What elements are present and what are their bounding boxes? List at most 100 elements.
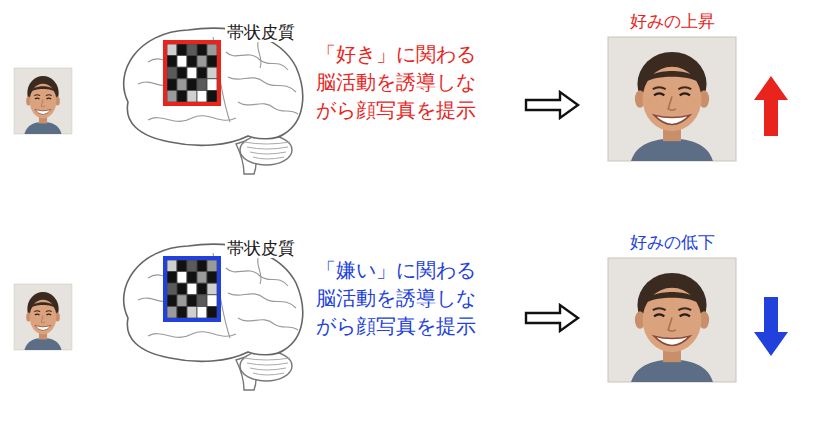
grid-cell	[187, 306, 197, 318]
grid-cell	[167, 56, 177, 68]
grid-cell	[167, 67, 177, 79]
eyebrow	[678, 87, 691, 89]
instruction-text: 「嫌い」に関わる 脳活動を誘導しな がら顔写真を提示	[310, 256, 482, 340]
eyebrow	[34, 310, 40, 312]
grid-cell	[197, 306, 207, 318]
cerebellum-fold	[247, 147, 288, 149]
brain-gyrus	[238, 318, 298, 330]
face-photo	[608, 37, 736, 161]
grid-cell	[177, 295, 187, 307]
grid-cell	[197, 90, 207, 102]
grid-cell	[197, 44, 207, 56]
eye	[46, 97, 51, 99]
smile	[35, 110, 51, 115]
smile	[654, 336, 690, 345]
hair-fringe	[643, 292, 702, 305]
grid-cell	[167, 306, 177, 318]
result-photo: 好みの低下	[608, 258, 736, 382]
cerebellum-fold	[247, 363, 288, 365]
hair-fringe	[643, 71, 702, 84]
grid-cell	[167, 295, 177, 307]
cerebellum-fold	[244, 358, 290, 360]
grid-cell	[177, 67, 187, 79]
grid-cell	[197, 295, 207, 307]
grid-cell	[207, 56, 217, 68]
grid-cell	[207, 90, 217, 102]
instruction-text: 「好き」に関わる 脳活動を誘導しな がら顔写真を提示	[310, 40, 482, 124]
grid-cell	[187, 283, 197, 295]
grid-cell	[177, 306, 187, 318]
result-heading: 好みの低下	[628, 232, 717, 252]
face-photo	[14, 284, 72, 350]
hollow-arrow	[526, 305, 578, 331]
smile	[35, 326, 51, 331]
hollow-arrow	[526, 92, 578, 118]
photo-background	[14, 68, 72, 134]
eye	[680, 314, 690, 316]
grid-cell	[207, 306, 217, 318]
grid-cell	[207, 260, 217, 272]
shirt	[24, 122, 61, 134]
region-name: 帯状皮質	[225, 238, 297, 258]
grid-cell	[187, 79, 197, 91]
grid-cell	[207, 44, 217, 56]
brain-gyrus	[226, 268, 288, 286]
hair-fringe	[30, 302, 57, 309]
eye	[654, 314, 664, 316]
cerebellum-fold	[250, 368, 286, 370]
brain-region-box: 帯状皮質	[163, 40, 221, 106]
cerebellum-fold	[253, 157, 284, 159]
region-name: 帯状皮質	[225, 22, 297, 42]
eyebrow	[34, 94, 40, 96]
eye	[680, 93, 690, 95]
eye	[35, 97, 40, 99]
activity-grid	[167, 260, 217, 318]
grid-cell	[187, 272, 197, 284]
brain-outline	[124, 28, 303, 145]
eye	[654, 93, 664, 95]
cerebellum-fold	[244, 142, 290, 144]
grid-cell	[167, 90, 177, 102]
photo-background	[608, 37, 736, 161]
brain-region-box: 帯状皮質	[163, 256, 221, 322]
result-heading: 好みの上昇	[628, 11, 717, 31]
shirt	[631, 360, 713, 382]
cerebellum-fold	[250, 152, 286, 154]
decrease-arrow	[754, 297, 788, 356]
face-skin	[643, 67, 702, 131]
grid-cell	[167, 260, 177, 272]
photo-background	[14, 284, 72, 350]
grid-cell	[197, 79, 207, 91]
brain-gyrus	[228, 77, 296, 92]
eyebrow	[653, 308, 666, 310]
nose	[668, 318, 676, 332]
grid-cell	[197, 283, 207, 295]
grid-cell	[207, 272, 217, 284]
grid-cell	[207, 283, 217, 295]
nose	[41, 316, 44, 323]
grid-cell	[187, 44, 197, 56]
grid-cell	[187, 295, 197, 307]
brain-gyrus	[258, 258, 261, 284]
shirt	[24, 338, 61, 350]
activity-grid	[167, 44, 217, 102]
brain-gyrus	[148, 332, 236, 338]
face-skin	[643, 288, 702, 352]
cerebellum-fold	[253, 373, 284, 375]
grid-cell	[197, 260, 207, 272]
photo-background	[608, 258, 736, 382]
grid-cell	[187, 90, 197, 102]
grid-cell	[197, 272, 207, 284]
eye	[46, 313, 51, 315]
grid-cell	[187, 56, 197, 68]
face-skin	[30, 84, 57, 118]
grid-cell	[177, 56, 187, 68]
nose	[668, 97, 676, 111]
grid-cell	[167, 272, 177, 284]
face-photo	[14, 68, 72, 134]
grid-cell	[207, 295, 217, 307]
grid-cell	[177, 44, 187, 56]
grid-cell	[177, 79, 187, 91]
grid-cell	[187, 67, 197, 79]
